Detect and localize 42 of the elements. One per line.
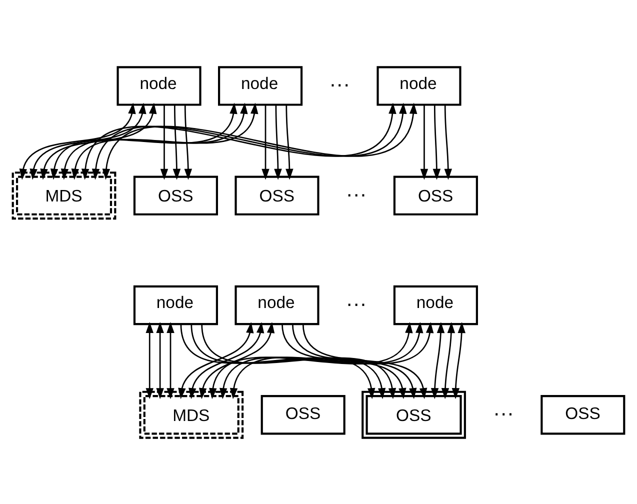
- arrow: [452, 321, 466, 399]
- arrow: [156, 321, 164, 399]
- node-box: OSS: [540, 394, 626, 434]
- arrow: [188, 321, 264, 399]
- arrow: [160, 104, 168, 180]
- node-box: OSS: [362, 390, 466, 438]
- arrow: [432, 104, 441, 180]
- node-box: MDS: [12, 171, 116, 220]
- node-box: OSS: [234, 175, 320, 215]
- node-box: node: [234, 284, 320, 325]
- node-box: node: [218, 66, 303, 106]
- node-box: node: [133, 284, 218, 325]
- node-box: OSS: [393, 175, 478, 215]
- node-box: node: [116, 66, 202, 106]
- label: ···: [346, 292, 367, 315]
- label: ···: [493, 402, 514, 425]
- arrow: [40, 102, 157, 180]
- arrow: [274, 104, 282, 180]
- arrow: [146, 321, 154, 399]
- node-box: MDS: [139, 390, 244, 438]
- arrow: [166, 321, 174, 399]
- arrow: [172, 104, 181, 180]
- node-box: node: [393, 284, 478, 325]
- arrow: [178, 321, 254, 399]
- arrow: [282, 323, 406, 399]
- arrow: [430, 321, 445, 399]
- arrow: [286, 104, 294, 180]
- arrow: [184, 104, 192, 180]
- arrow: [444, 104, 452, 180]
- node-box: node: [376, 66, 462, 106]
- arrow: [441, 321, 456, 399]
- node-box: OSS: [133, 175, 218, 215]
- arrow: [292, 323, 417, 399]
- arrow: [30, 102, 146, 180]
- node-box: OSS: [260, 394, 346, 434]
- arrow: [198, 321, 275, 399]
- arrow: [262, 104, 270, 180]
- arrow: [302, 323, 428, 399]
- arrow: [19, 102, 136, 180]
- label: ···: [329, 72, 350, 96]
- label: ···: [346, 182, 367, 206]
- arrow: [420, 104, 428, 180]
